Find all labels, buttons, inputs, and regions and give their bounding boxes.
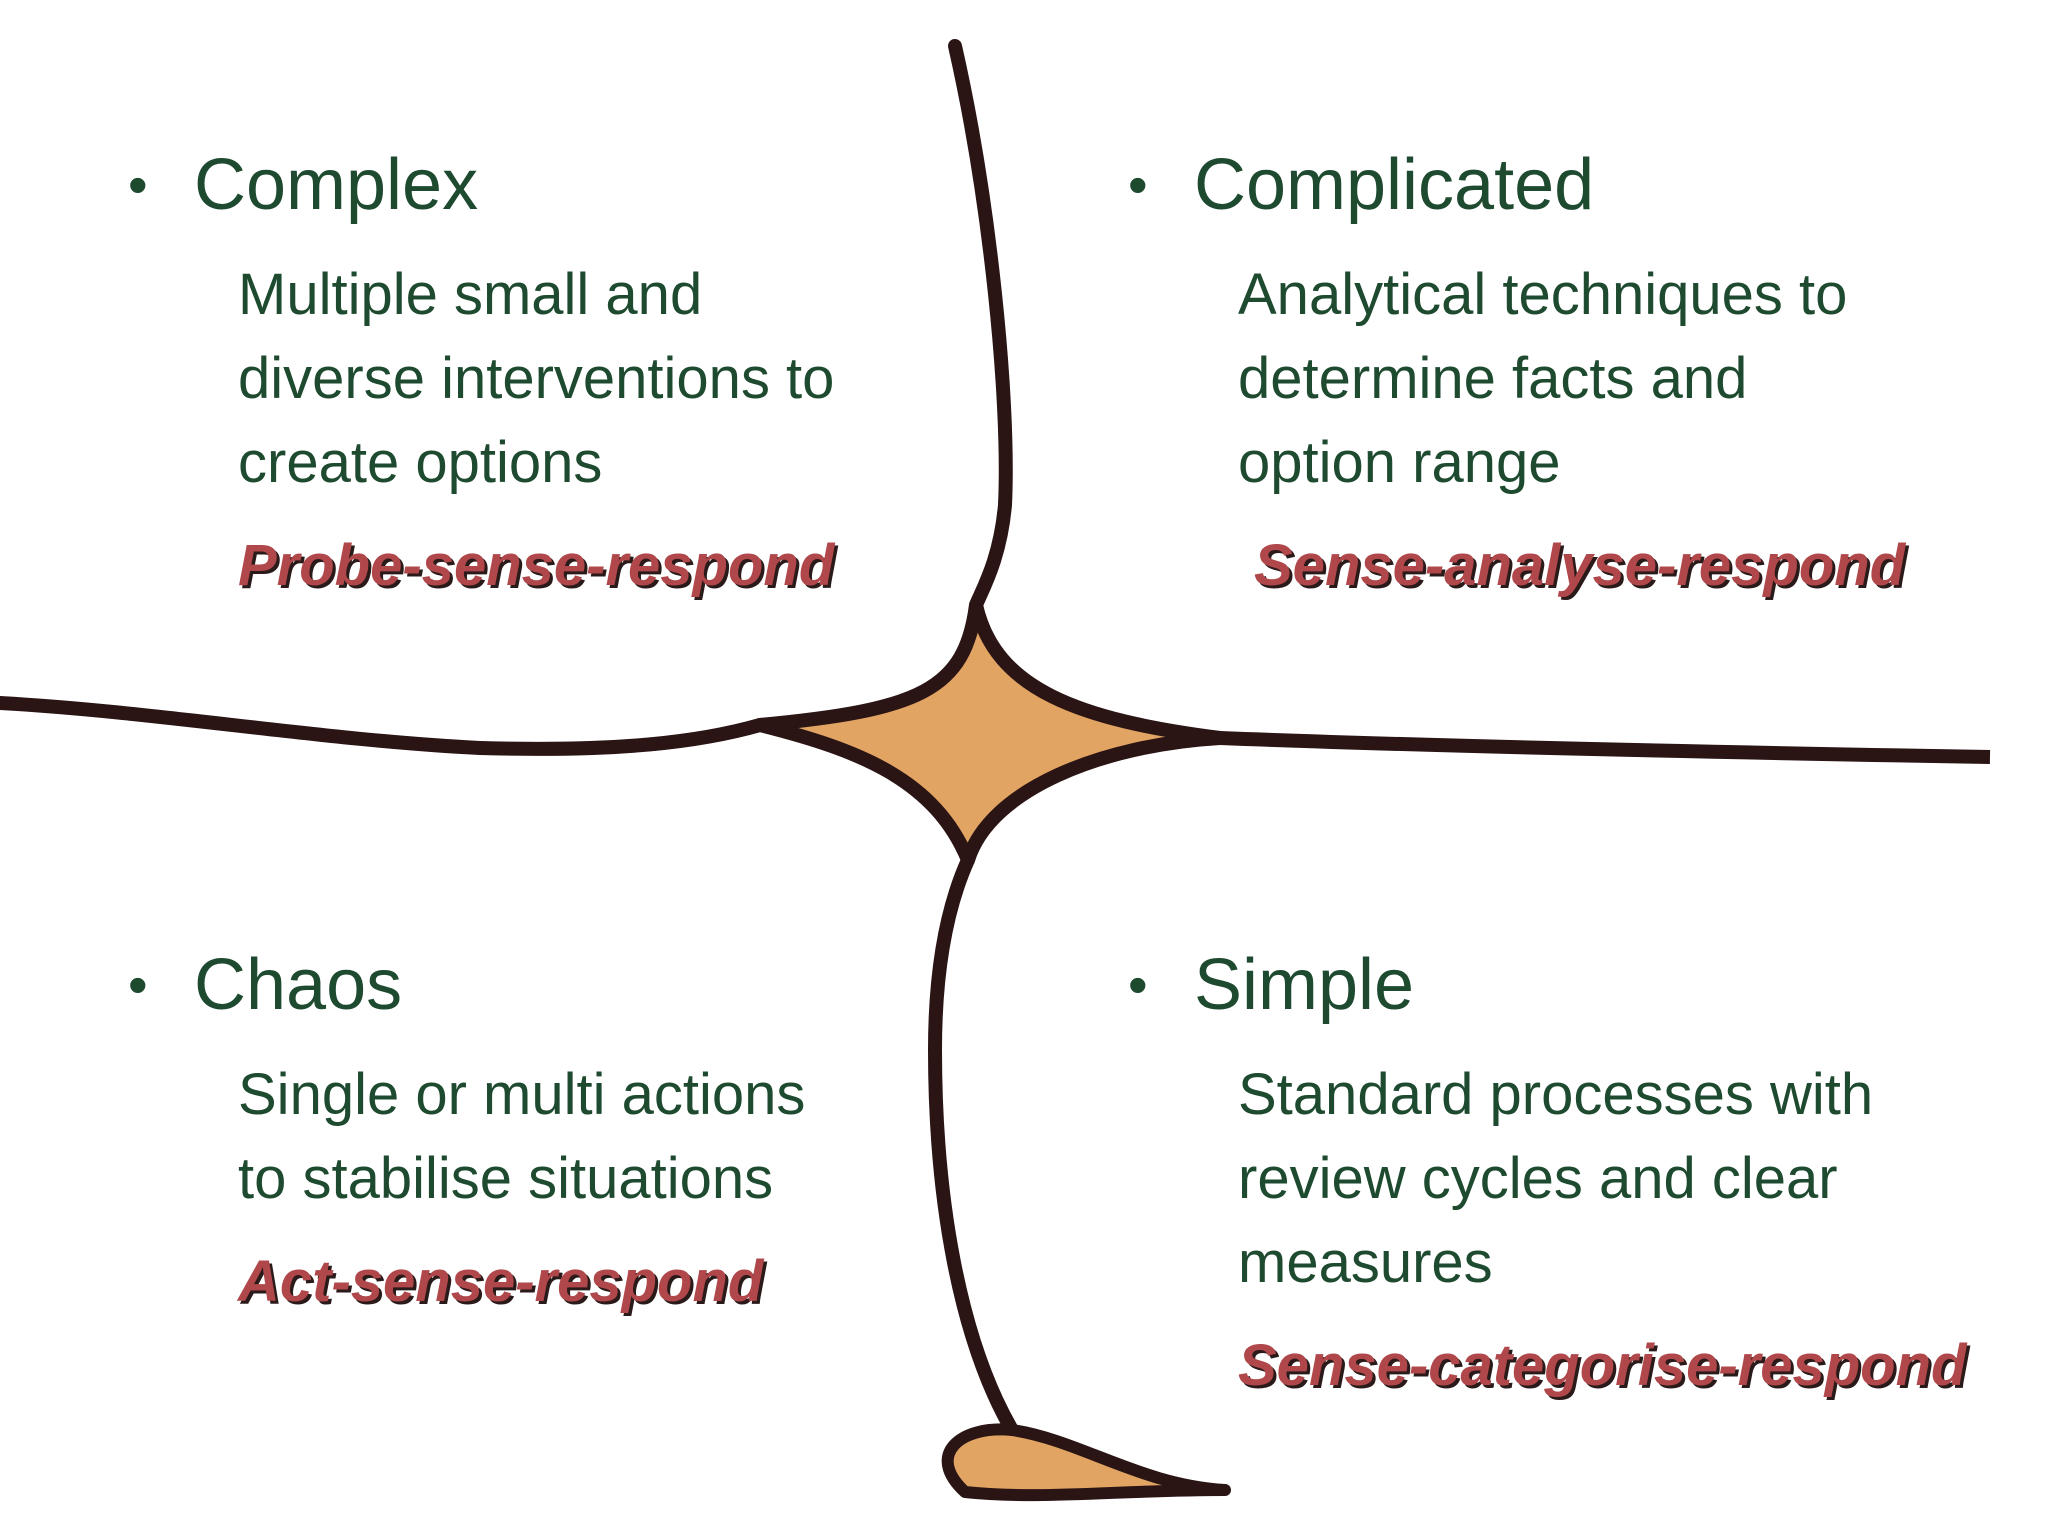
boundary-left (0, 696, 767, 756)
description-line: create options (238, 430, 603, 495)
domain-title: • Complex (128, 145, 834, 225)
description-line: measures (1238, 1230, 1493, 1295)
domain-title-text: Simple (1194, 945, 1415, 1025)
description-line: diverse interventions to (238, 346, 835, 411)
disorder-center-region (753, 598, 1227, 867)
domain-approach: Act-sense-respond (238, 1249, 764, 1314)
boundary-right (1219, 731, 1991, 764)
domain-title: • Chaos (128, 945, 805, 1025)
description-line: determine facts and (1238, 346, 1748, 411)
domain-title: • Complicated (1128, 145, 1905, 225)
domain-description: Standard processes with review cycles an… (1238, 1053, 1966, 1305)
domain-title: • Simple (1128, 945, 1966, 1025)
boundary-bottom (927, 853, 1019, 1437)
domain-approach: Sense-categorise-respond (1238, 1333, 1967, 1398)
description-line: option range (1238, 430, 1561, 495)
domain-complicated: • Complicated Analytical techniques to d… (1128, 145, 1905, 601)
description-line: review cycles and clear (1238, 1146, 1838, 1211)
domain-title-text: Chaos (194, 945, 403, 1025)
description-line: Analytical techniques to (1238, 262, 1848, 327)
cliff-fold (941, 1423, 1231, 1502)
domain-approach: Sense-analyse-respond (1254, 533, 1906, 598)
description-line: Standard processes with (1238, 1062, 1874, 1127)
description-line: Single or multi actions (238, 1062, 806, 1127)
domain-title-text: Complicated (1194, 145, 1595, 225)
boundary-top (948, 39, 1013, 612)
domain-chaos: • Chaos Single or multi actions to stabi… (128, 945, 805, 1317)
domain-description: Analytical techniques to determine facts… (1238, 253, 1905, 505)
description-line: Multiple small and (238, 262, 703, 327)
bullet-icon: • (128, 953, 148, 1016)
description-line: to stabilise situations (238, 1146, 774, 1211)
bullet-icon: • (1128, 153, 1148, 216)
bullet-icon: • (128, 153, 148, 216)
domain-approach: Probe-sense-respond (238, 533, 835, 598)
domain-complex: • Complex Multiple small and diverse int… (128, 145, 834, 601)
bullet-icon: • (1128, 953, 1148, 1016)
domain-simple: • Simple Standard processes with review … (1128, 945, 1966, 1401)
domain-description: Multiple small and diverse interventions… (238, 253, 834, 505)
domain-title-text: Complex (194, 145, 479, 225)
domain-description: Single or multi actions to stabilise sit… (238, 1053, 805, 1221)
